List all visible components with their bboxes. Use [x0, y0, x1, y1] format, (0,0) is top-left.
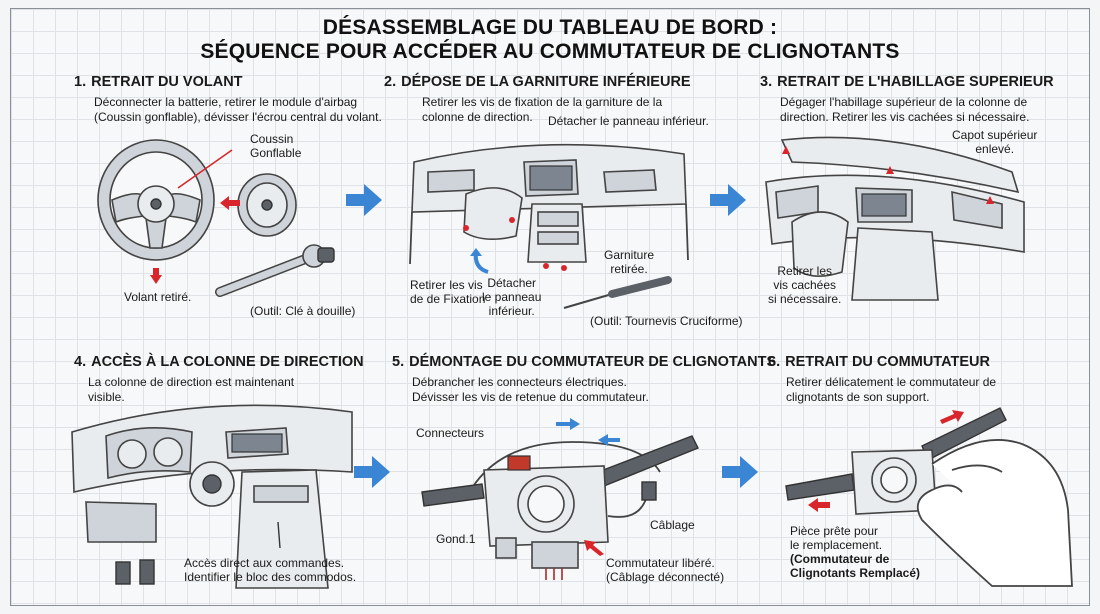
- step-description: Dégager l'habillage supérieur de la colo…: [780, 95, 1030, 124]
- page-title-line2: SÉQUENCE POUR ACCÉDER AU COMMUTATEUR DE …: [200, 40, 900, 63]
- step-4-heading: 4. ACCÈS À LA COLONNE DE DIRECTION: [74, 354, 364, 370]
- upper-hood-removed-label: Capot supérieur enlevé.: [952, 128, 1038, 156]
- socket-wrench-icon: [215, 244, 335, 297]
- red-down-arrow-icon: [150, 268, 162, 284]
- step-5-heading: 5. DÉMONTAGE DU COMMUTATEUR DE CLIGNOTAN…: [392, 354, 776, 370]
- dashboard-upper-trim-illustration: [765, 136, 1025, 301]
- part-ready-label: Pièce prête pour le remplacement.: [790, 524, 883, 552]
- step-4-panel: 4. ACCÈS À LA COLONNE DE DIRECTION La co…: [74, 354, 364, 405]
- step-2-panel: 2. DÉPOSE DE LA GARNITURE INFÉRIEURE Ret…: [384, 74, 691, 125]
- diagram-frame: [10, 8, 1090, 606]
- step-1-panel: 1. RETRAIT DU VOLANT Déconnecter la batt…: [74, 74, 382, 125]
- step-title: RETRAIT DU COMMUTATEUR: [785, 354, 990, 370]
- detach-lower-panel-label: Détacher le panneau inférieur.: [482, 276, 542, 318]
- airbag-module-illustration: [237, 173, 297, 237]
- next-step-arrow-icon: [354, 456, 390, 488]
- socket-wrench-tool-label: (Outil: Clé à douille): [250, 304, 356, 318]
- steering-wheel-illustration: [97, 139, 215, 261]
- detach-panel-label: Détacher le panneau inférieur.: [548, 114, 709, 128]
- hidden-screws-label: Retirer les vis cachées si nécessaire.: [768, 264, 842, 306]
- step-number: 1.: [74, 74, 87, 90]
- step-title: RETRAIT DE L'HABILLAGE SUPERIEUR: [777, 74, 1054, 90]
- step-description: Retirer les vis de fixation de la garnit…: [422, 95, 663, 124]
- direct-access-label: Accès direct aux commandes. Identifier l…: [184, 556, 357, 584]
- step-1-heading: 1. RETRAIT DU VOLANT: [74, 74, 382, 90]
- red-arrow-icon: [940, 410, 964, 424]
- next-step-arrow-icon: [722, 456, 758, 488]
- step-number: 3.: [760, 74, 773, 90]
- blue-arrow-icon: [556, 418, 580, 430]
- step-number: 4.: [74, 354, 87, 370]
- step-description: Débrancher les connecteurs électriques. …: [412, 375, 649, 404]
- next-step-arrow-icon: [710, 184, 746, 216]
- step-number: 2.: [384, 74, 397, 90]
- blue-curved-arrow-icon: [470, 248, 489, 274]
- gond-label: Gond.1: [436, 532, 476, 546]
- dashboard-lower-trim-illustration: [409, 143, 689, 271]
- step-3-heading: 3. RETRAIT DE L'HABILLAGE SUPERIEUR: [760, 74, 1054, 90]
- step-description: Déconnecter la batterie, retirer le modu…: [94, 95, 382, 124]
- connectors-label: Connecteurs: [416, 426, 485, 440]
- screwdriver-tool-label: (Outil: Tournevis Cruciforme): [590, 314, 743, 328]
- step-number: 5.: [392, 354, 405, 370]
- step-6-panel: 6. RETRAIT DU COMMUTATEUR Retirer délica…: [768, 354, 996, 405]
- next-step-arrow-icon: [346, 184, 382, 216]
- step-6-heading: 6. RETRAIT DU COMMUTATEUR: [768, 354, 996, 370]
- wiring-label: Câblage: [650, 518, 695, 532]
- red-arrow-icon: [808, 498, 830, 512]
- remove-screws-label: Retirer les vis de de Fixation: [410, 278, 486, 306]
- wheel-removed-label: Volant retiré.: [124, 290, 192, 304]
- switch-freed-label: Commutateur libéré. (Câblage déconnecté): [606, 556, 725, 584]
- red-arrow-icon: [220, 196, 240, 210]
- step-number: 6.: [768, 354, 781, 370]
- step-description: La colonne de direction est maintenant v…: [88, 375, 295, 404]
- step-title: RETRAIT DU VOLANT: [91, 74, 243, 90]
- red-arrow-icon: [584, 540, 604, 556]
- airbag-label: Coussin Gonflable: [250, 132, 302, 160]
- step-title: DÉMONTAGE DU COMMUTATEUR DE CLIGNOTANTS: [409, 354, 777, 370]
- blue-arrow-icon: [598, 434, 620, 446]
- step-5-panel: 5. DÉMONTAGE DU COMMUTATEUR DE CLIGNOTAN…: [392, 354, 776, 405]
- step-3-panel: 3. RETRAIT DE L'HABILLAGE SUPERIEUR Déga…: [760, 74, 1054, 125]
- switch-removal-hand-illustration: [785, 407, 1073, 587]
- trim-removed-label: Garniture retirée.: [604, 248, 655, 276]
- switch-replaced-label: (Commutateur de Clignotants Remplacé): [790, 552, 921, 580]
- turn-signal-switch-disassembly-illustration: [421, 435, 699, 580]
- step-title: DÉPOSE DE LA GARNITURE INFÉRIEURE: [401, 74, 691, 90]
- step-description: Retirer délicatement le commutateur de c…: [786, 375, 997, 404]
- step-2-heading: 2. DÉPOSE DE LA GARNITURE INFÉRIEURE: [384, 74, 691, 90]
- step-title: ACCÈS À LA COLONNE DE DIRECTION: [91, 354, 364, 370]
- screwdriver-icon: [563, 276, 672, 309]
- page-title-line1: DÉSASSEMBLAGE DU TABLEAU DE BORD :: [322, 16, 778, 39]
- airbag-pointer-line: [177, 149, 233, 189]
- steering-column-access-illustration: [71, 404, 353, 589]
